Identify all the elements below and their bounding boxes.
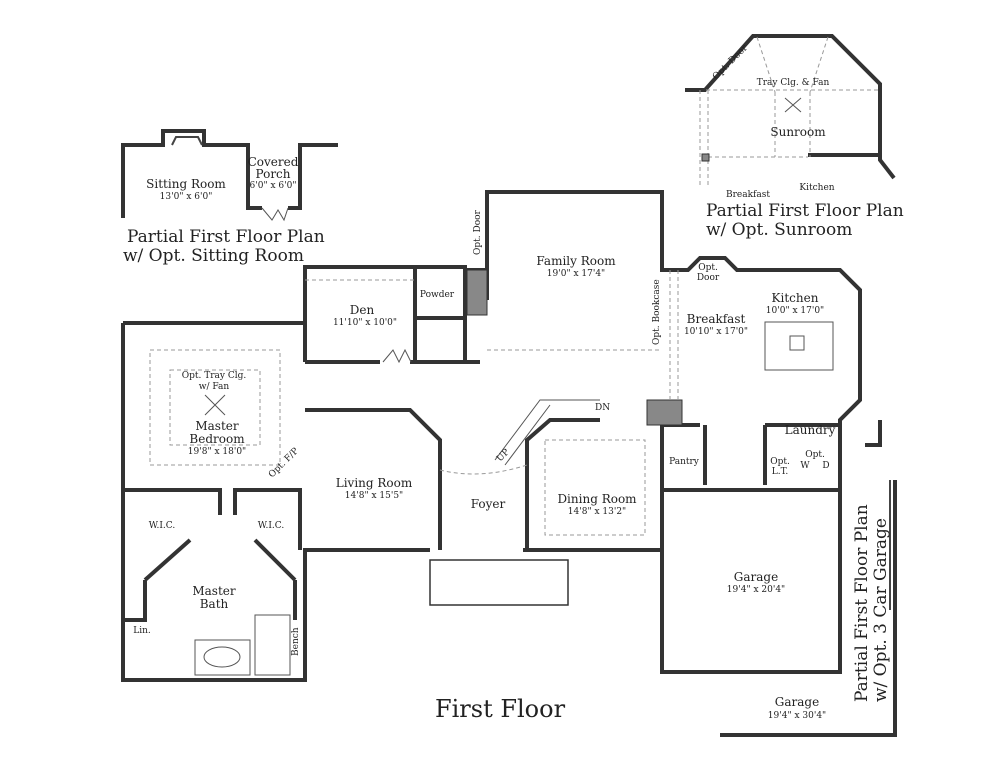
sitting-caption-2: w/ Opt. Sitting Room bbox=[123, 246, 304, 266]
master-bedroom-label-2: Bedroom bbox=[189, 432, 245, 446]
laundry-label: Laundry bbox=[785, 423, 836, 437]
garage-label: Garage bbox=[734, 570, 778, 584]
opt-wd-label: Opt. bbox=[805, 450, 825, 460]
opt-door-breakfast-label: Opt. bbox=[698, 263, 718, 273]
garage-3car-dims: 19'4" x 30'4" bbox=[768, 711, 826, 721]
powder-label: Powder bbox=[420, 290, 455, 300]
garage-3car-label: Garage bbox=[775, 695, 819, 709]
living-room-label: Living Room bbox=[336, 476, 413, 490]
master-bedroom-dims: 19'8" x 18'0" bbox=[188, 447, 246, 457]
main-floor-walls bbox=[121, 190, 862, 682]
tray-ceiling-label-2: w/ Fan bbox=[199, 382, 230, 392]
washer-label: W bbox=[800, 461, 810, 471]
ceiling-fan-icon bbox=[784, 97, 802, 113]
sitting-room-dims: 13'0" x 6'0" bbox=[160, 192, 213, 202]
linen-label: Lin. bbox=[133, 626, 151, 636]
opt-bookcase-label: Opt. Bookcase bbox=[652, 279, 662, 345]
sunroom-caption-1: Partial First Floor Plan bbox=[706, 201, 904, 221]
covered-porch-label: Covered bbox=[248, 155, 299, 169]
sunroom-opt-door: Opt. Door bbox=[711, 43, 750, 82]
master-bedroom-label: Master bbox=[195, 419, 239, 433]
kitchen-label: Kitchen bbox=[772, 291, 819, 305]
garage-caption-2: w/ Opt. 3 Car Garage bbox=[871, 518, 891, 702]
cooktop-icon bbox=[789, 335, 805, 351]
den-door[interactable] bbox=[382, 348, 412, 364]
kitchen-dims: 10'0" x 17'0" bbox=[766, 306, 824, 316]
bathtub-icon bbox=[194, 639, 251, 676]
partial-sunroom-plan: Opt. Door Tray Clg. & Fan Sunroom Breakf… bbox=[685, 34, 904, 240]
wic-left-label: W.I.C. bbox=[149, 521, 176, 531]
opt-fireplace-label: Opt. F/P bbox=[267, 446, 301, 480]
opt-door-family-label: Opt. Door bbox=[473, 209, 483, 255]
room-labels: Opt. Door Family Room 19'0" x 17'4" Opt.… bbox=[133, 209, 835, 656]
breakfast-dims: 10'10" x 17'0" bbox=[684, 327, 748, 337]
opt-lt-label: Opt. bbox=[770, 457, 790, 467]
opt-lt-label-2: L.T. bbox=[772, 467, 789, 477]
main-floor-details bbox=[149, 270, 834, 676]
wic-right-label: W.I.C. bbox=[258, 521, 285, 531]
ceiling-fan-icon-master bbox=[204, 394, 226, 416]
dining-room-label: Dining Room bbox=[557, 492, 637, 506]
sitting-room-label: Sitting Room bbox=[146, 177, 226, 191]
partial-3-car-garage-plan: Garage 19'4" x 30'4" Partial First Floor… bbox=[720, 420, 897, 737]
covered-porch-dims: 6'0" x 6'0" bbox=[250, 181, 297, 191]
tray-ceiling-label: Opt. Tray Clg. bbox=[182, 371, 247, 381]
sunroom-caption-2: w/ Opt. Sunroom bbox=[706, 220, 852, 240]
sunroom-label: Sunroom bbox=[770, 125, 826, 139]
family-room-dims: 19'0" x 17'4" bbox=[547, 269, 605, 279]
sunroom-kitchen-label: Kitchen bbox=[799, 183, 834, 193]
sunroom-breakfast-label: Breakfast bbox=[726, 190, 770, 200]
bench-label: Bench bbox=[291, 627, 301, 656]
dining-room-dims: 14'8" x 13'2" bbox=[568, 507, 626, 517]
stairs-up-label: UP bbox=[495, 447, 512, 464]
den-label: Den bbox=[350, 303, 375, 317]
sunroom-tray-label: Tray Clg. & Fan bbox=[757, 78, 830, 88]
master-bath-label-2: Bath bbox=[200, 597, 229, 611]
master-bath-label: Master bbox=[192, 584, 236, 598]
page-title: First Floor bbox=[435, 695, 566, 723]
opt-door-breakfast-label-2: Door bbox=[697, 273, 720, 283]
partial-sitting-room-plan: Sitting Room 13'0" x 6'0" Covered Porch … bbox=[121, 129, 338, 266]
garage-dims: 19'4" x 20'4" bbox=[727, 585, 785, 595]
shower-icon bbox=[254, 614, 291, 676]
pantry-label: Pantry bbox=[669, 457, 700, 467]
stairs-down-label: DN bbox=[595, 403, 610, 413]
dryer-label: D bbox=[822, 461, 829, 471]
foyer-label: Foyer bbox=[471, 497, 506, 511]
breakfast-label: Breakfast bbox=[687, 312, 746, 326]
covered-porch-label-2: Porch bbox=[256, 167, 291, 181]
den-dims: 11'10" x 10'0" bbox=[333, 318, 397, 328]
family-room-label: Family Room bbox=[536, 254, 616, 268]
sitting-caption-1: Partial First Floor Plan bbox=[127, 227, 325, 247]
garage-caption-1: Partial First Floor Plan bbox=[852, 504, 872, 702]
living-room-dims: 14'8" x 15'5" bbox=[345, 491, 403, 501]
